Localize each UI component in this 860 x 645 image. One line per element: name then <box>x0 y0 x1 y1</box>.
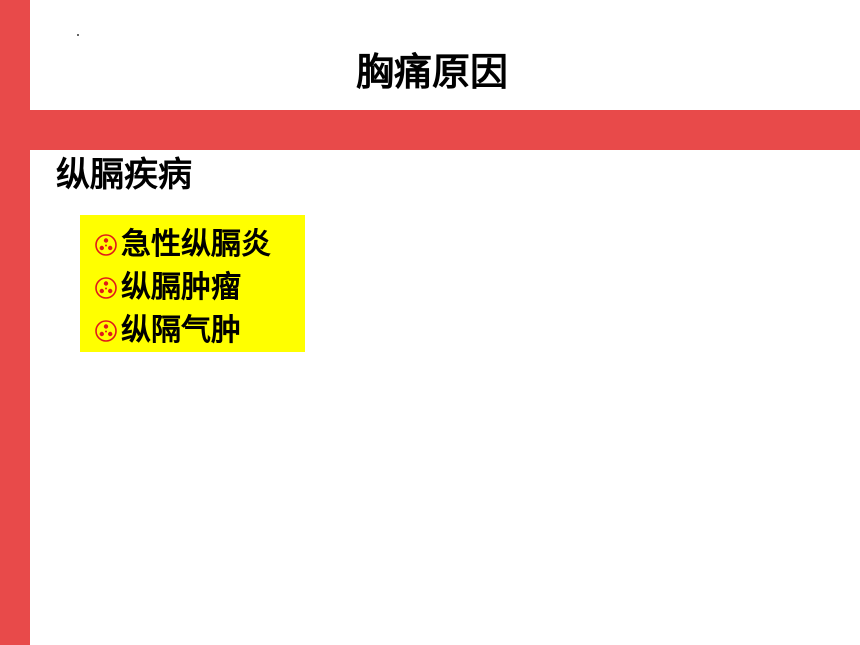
highlighted-list: 急性纵膈炎 纵膈肿瘤 纵隔气肿 <box>80 215 305 352</box>
trefoil-bullet-icon <box>95 319 117 342</box>
list-item: 纵膈肿瘤 <box>94 266 305 309</box>
list-item: 纵隔气肿 <box>94 309 305 352</box>
list-item: 急性纵膈炎 <box>94 223 305 266</box>
list-item-label: 急性纵膈炎 <box>121 226 271 262</box>
trefoil-bullet-icon <box>95 233 117 256</box>
section-heading: 纵膈疾病 <box>56 155 192 195</box>
left-accent-bar <box>0 0 30 645</box>
list-item-label: 纵膈肿瘤 <box>121 269 241 305</box>
header-band <box>0 110 860 150</box>
list-item-label: 纵隔气肿 <box>121 312 241 348</box>
dot-mark <box>77 34 79 36</box>
slide-title: 胸痛原因 <box>355 50 508 94</box>
trefoil-bullet-icon <box>95 276 117 299</box>
